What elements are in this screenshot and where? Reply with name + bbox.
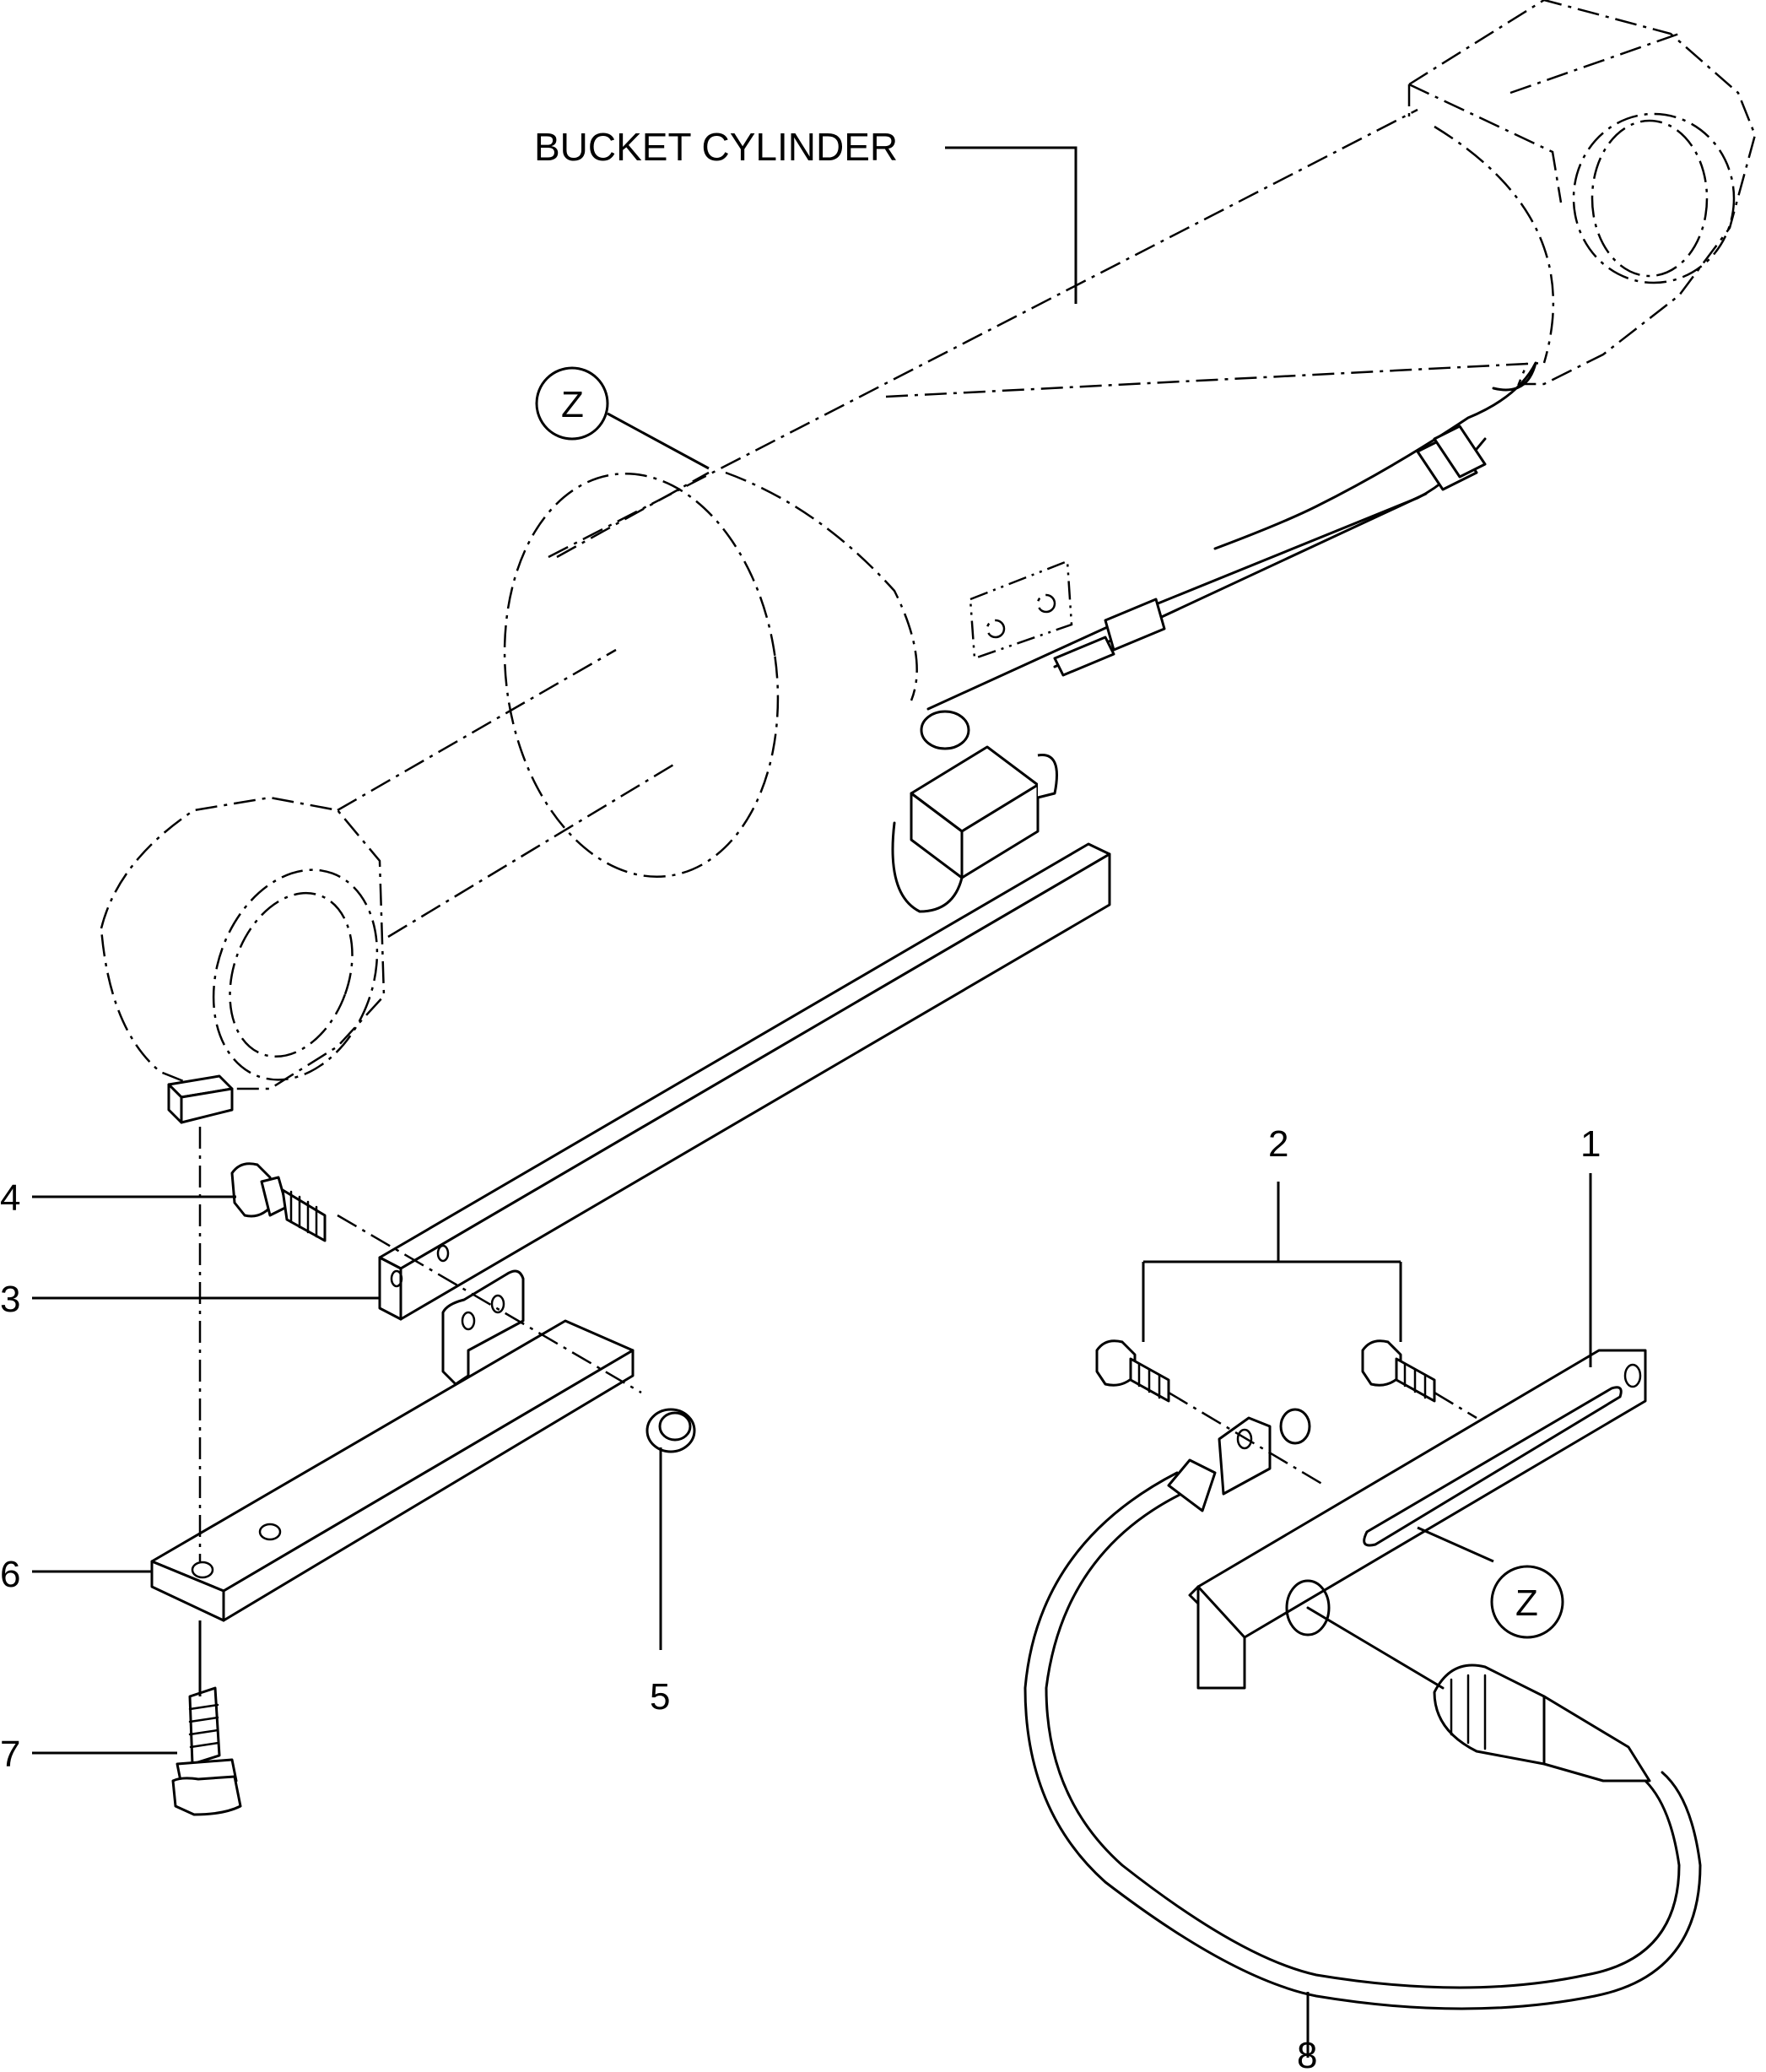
rod-bottom-line — [387, 762, 676, 939]
detail-marker-top: Z — [535, 366, 609, 441]
bar-top-face — [378, 842, 1111, 1270]
bracket-hole-a — [461, 1311, 476, 1331]
bracket-tab — [1053, 636, 1115, 677]
nut-item-5 — [645, 1408, 696, 1453]
plate-hole-a — [191, 1561, 214, 1579]
mount-hole-a — [986, 619, 1006, 639]
sensor-plate-lip — [1188, 1585, 1200, 1605]
rear-eye-outline — [1408, 0, 1757, 386]
plug-tail — [1542, 1695, 1651, 1783]
bolt-axis-line — [337, 1214, 642, 1394]
callout-3: 3 — [0, 1279, 20, 1320]
barrel-top-line — [548, 108, 1418, 559]
rear-eye-bore — [1572, 112, 1736, 284]
bolt-item-7 — [171, 1686, 242, 1816]
callout-1: 1 — [1580, 1123, 1601, 1165]
bracket-hole-b — [490, 1294, 505, 1314]
sensor-plate-slot — [1363, 1386, 1623, 1547]
valve-tail — [891, 821, 964, 913]
valve-port — [920, 710, 970, 750]
leader-z-top — [607, 412, 710, 470]
front-eye-outline — [100, 796, 386, 1090]
bolt-item-4 — [230, 1162, 327, 1242]
cable-end-left — [1167, 1458, 1217, 1512]
rear-eye-block-edge — [1408, 83, 1563, 203]
front-eye-bore-outer — [212, 868, 379, 1081]
bar-hole-a — [390, 1269, 403, 1288]
callout-leaders — [32, 146, 1592, 2058]
callout-2: 2 — [1268, 1123, 1288, 1165]
bracket-plate — [150, 1269, 635, 1622]
detail-marker-top-letter: Z — [561, 384, 584, 425]
plug-axis-line — [1306, 1606, 1445, 1690]
mount-detail-box — [969, 560, 1073, 660]
sensor-plate-face — [1196, 1349, 1647, 1639]
cable-inner — [1023, 1471, 1702, 2010]
bolt-7-head — [171, 1775, 242, 1816]
leader-z-bottom — [1417, 1526, 1494, 1563]
rod-top-line — [337, 648, 617, 812]
front-eye-bore — [229, 891, 354, 1058]
callout-8: 8 — [1297, 2035, 1317, 2072]
bar-hole-b — [436, 1244, 450, 1263]
plate-hole-b — [258, 1523, 282, 1541]
sensor-hose-assembly — [891, 361, 1537, 913]
barrel-bottom-line — [885, 361, 1545, 398]
sensor-assembly — [1023, 1339, 1702, 2010]
screw-2-left — [1095, 1339, 1170, 1403]
bar-side-face — [399, 852, 1111, 1321]
barrel-end-curve — [1434, 125, 1555, 364]
plate-side-face — [222, 1349, 635, 1622]
mounting-bar — [378, 842, 1111, 1321]
fitting-body — [1104, 598, 1166, 652]
clip-hole — [1236, 1428, 1253, 1450]
detail-marker-bottom-letter: Z — [1515, 1582, 1538, 1624]
screw-axis-right — [1434, 1391, 1477, 1420]
gland-top — [556, 471, 710, 559]
valve-block-front — [960, 783, 1040, 879]
sensor-plate-flange — [1196, 1585, 1246, 1690]
gland-side — [725, 471, 918, 701]
sensor-plate-hole — [1623, 1363, 1642, 1388]
detail-marker-bottom: Z — [1490, 1565, 1564, 1639]
hose-return — [1213, 361, 1537, 550]
leader-bucket-cylinder — [945, 146, 1077, 304]
plate-top-face — [150, 1319, 635, 1593]
hose-clamp-b — [1433, 425, 1487, 479]
leader-2 — [1142, 1182, 1402, 1342]
valve-knob — [1037, 754, 1058, 799]
screw-2-right — [1361, 1339, 1436, 1403]
rear-eye-bore-inner — [1590, 119, 1709, 278]
clip-upright — [1218, 1416, 1272, 1496]
nut-face — [658, 1411, 692, 1442]
rear-eye-top-edge — [1509, 32, 1680, 95]
bucket-cylinder — [100, 0, 1757, 1090]
sensor-plate-port — [1285, 1579, 1331, 1637]
mount-hole-b — [1036, 593, 1056, 614]
gland-face — [503, 473, 780, 878]
cable-outer — [1045, 1492, 1681, 1989]
bolt-shank — [281, 1188, 327, 1242]
bolt-7-thread — [188, 1703, 220, 1749]
screw-axis-left — [1168, 1391, 1326, 1487]
callout-7: 7 — [0, 1734, 20, 1775]
callout-6: 6 — [0, 1554, 20, 1595]
bar-end-face — [378, 1256, 402, 1321]
bolt-thread — [289, 1190, 318, 1238]
bolt-7-shank — [188, 1686, 221, 1766]
assembly-center-lines — [198, 1127, 642, 1561]
plug-knurl — [1450, 1674, 1487, 1750]
eye-pad — [167, 1074, 234, 1124]
pad-front — [180, 1087, 234, 1124]
callout-5: 5 — [650, 1676, 670, 1718]
bucket-cylinder-label: BUCKET CYLINDER — [534, 125, 898, 169]
callout-4: 4 — [0, 1177, 20, 1219]
clip-stud — [1279, 1408, 1311, 1445]
